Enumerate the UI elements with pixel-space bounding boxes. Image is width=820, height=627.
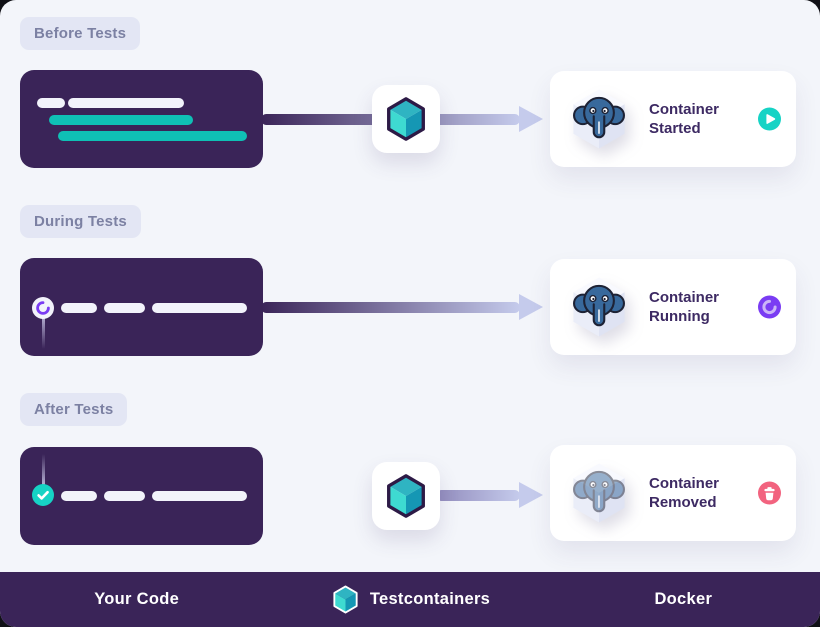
code-line-pill	[104, 303, 145, 313]
code-line-pill	[152, 303, 247, 313]
card-container-started: Container Started	[550, 71, 796, 167]
card-title: Container Removed	[649, 475, 720, 511]
testcontainers-cube-icon	[372, 462, 440, 530]
card-container-running: Container Running	[550, 259, 796, 355]
elephant-glyph	[573, 96, 625, 139]
spinner-icon	[758, 295, 781, 319]
postgresql-elephant-icon	[567, 461, 631, 525]
code-line-pill	[104, 491, 145, 501]
code-line-pill	[61, 491, 97, 501]
legend-your-code: Your Code	[0, 590, 273, 609]
legend-label: Testcontainers	[369, 590, 491, 608]
loading-spinner-icon	[32, 297, 54, 319]
code-line-pill-highlight	[58, 131, 247, 141]
testcontainers-logo-icon	[330, 583, 361, 616]
code-block-before	[20, 70, 263, 168]
legend-footer: Your Code Testcontainers Docker	[0, 572, 820, 627]
legend-testcontainers: Testcontainers	[273, 583, 546, 616]
code-line-pill	[61, 303, 97, 313]
code-block-during	[20, 258, 263, 356]
elephant-glyph	[573, 470, 625, 513]
legend-docker: Docker	[547, 590, 820, 609]
phase-badge-label: Before Tests	[34, 25, 127, 42]
flow-arrow-during	[261, 301, 520, 313]
postgresql-elephant-icon	[567, 275, 631, 339]
code-block-after	[20, 447, 263, 545]
trash-icon	[758, 481, 781, 505]
phase-badge-after-tests: After Tests	[20, 393, 128, 426]
phase-badge-label: After Tests	[34, 401, 114, 418]
code-line-pill	[152, 491, 247, 501]
check-icon	[32, 484, 54, 506]
code-line-pill-highlight	[49, 115, 193, 125]
legend-label: Docker	[654, 590, 713, 608]
phase-badge-during-tests: During Tests	[20, 205, 141, 238]
flow-arrowhead-before	[519, 105, 543, 132]
postgresql-elephant-icon	[567, 87, 631, 151]
code-line-pill	[68, 98, 184, 108]
timeline-connector	[41, 454, 45, 485]
flow-arrowhead-after	[519, 481, 543, 508]
timeline-connector	[41, 316, 45, 349]
card-container-removed: Container Removed	[550, 445, 796, 541]
legend-label: Your Code	[94, 590, 180, 608]
flow-arrow-after	[436, 489, 520, 501]
cube-glyph	[387, 474, 425, 518]
phase-badge-label: During Tests	[34, 213, 127, 230]
card-title: Container Running	[649, 289, 720, 325]
card-title: Container Started	[649, 101, 720, 137]
phase-badge-before-tests: Before Tests	[20, 17, 141, 50]
testcontainers-cube-icon	[372, 85, 440, 153]
code-line-pill	[37, 98, 65, 108]
flow-arrowhead-during	[519, 293, 543, 320]
elephant-glyph	[573, 284, 625, 327]
cube-glyph	[387, 97, 425, 141]
play-icon	[758, 107, 781, 131]
